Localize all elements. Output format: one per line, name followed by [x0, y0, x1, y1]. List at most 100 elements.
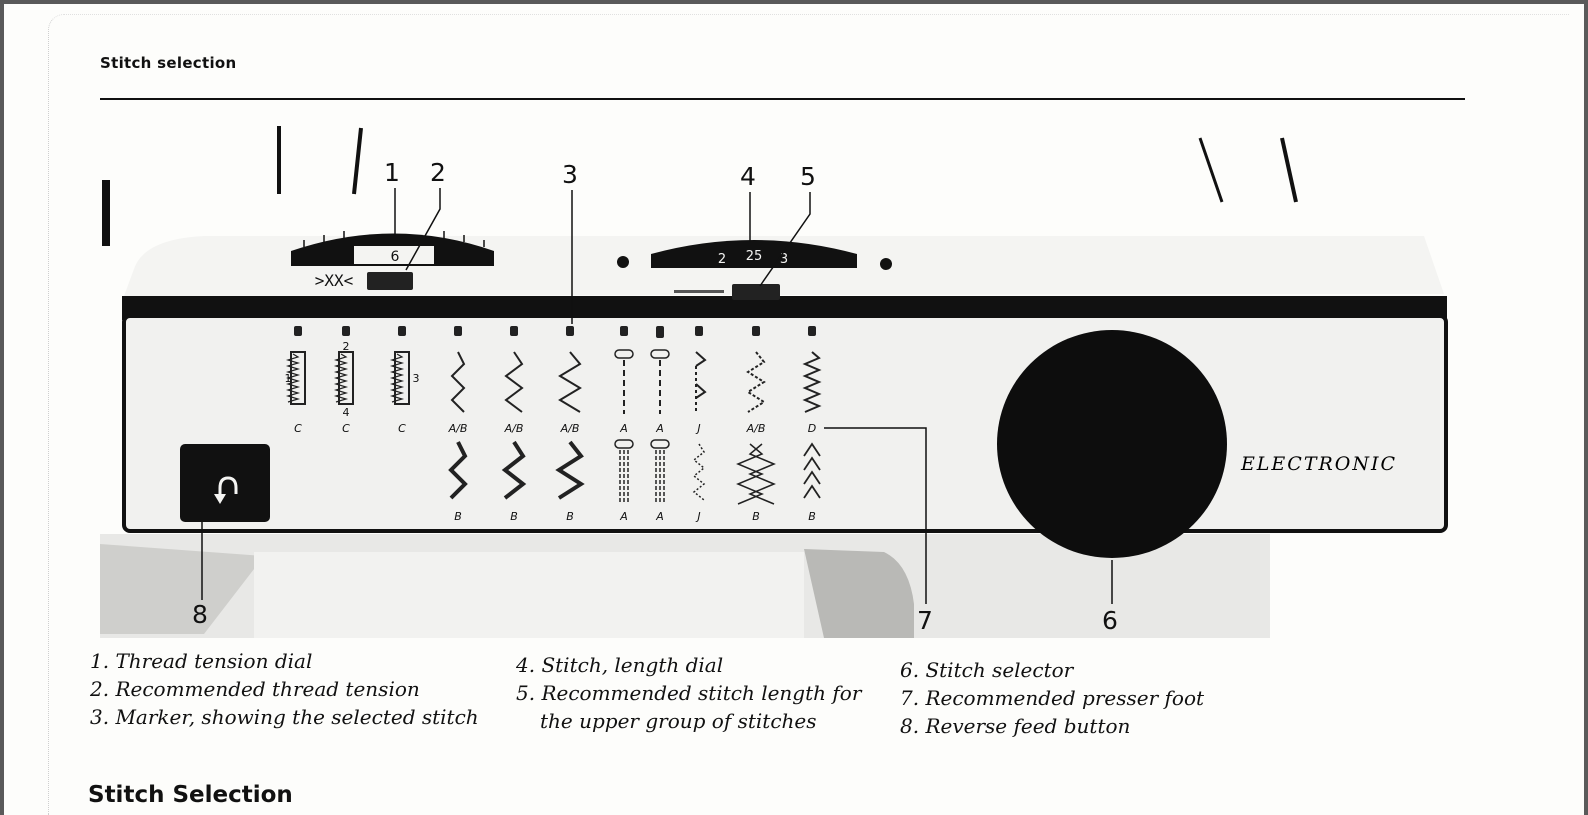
triple-zigzag-glyph	[746, 351, 766, 413]
stitch-number-label: 1	[285, 372, 292, 385]
header-rule	[100, 98, 1465, 100]
recommended-length-indicator	[732, 284, 780, 300]
buttonhole-stitch-glyph	[338, 351, 354, 405]
leader-lines	[201, 188, 1113, 604]
legend-item-6: 6. Stitch selector	[900, 658, 1074, 682]
presser-foot-label-upper: A/B	[504, 422, 524, 435]
tension-dial-window	[354, 246, 434, 264]
tension-stitch-symbol: >XX<	[315, 271, 354, 290]
presser-foot-label-upper: C	[294, 422, 302, 435]
stitch-indicator-led	[752, 326, 760, 336]
honeycomb-glyph	[736, 443, 764, 505]
left-edge-mark	[102, 180, 110, 246]
presser-foot-label-upper: A	[619, 422, 628, 435]
callout-7: 7	[917, 606, 933, 635]
legend-item-3: 3. Marker, showing the selected stitch	[90, 705, 479, 729]
presser-foot-label-upper: A/B	[560, 422, 580, 435]
presser-foot-label-lower: B	[510, 510, 518, 523]
stitch-columns: 1C 2 4C 3C A/B B A/B B A/B B A A A A J J A/B B D B	[285, 326, 822, 523]
callout-1: 1	[384, 158, 400, 187]
callout-2: 2	[430, 158, 446, 187]
thread-guide	[1198, 137, 1224, 203]
triple-straight-glyph	[655, 450, 665, 504]
front-panel	[122, 314, 1448, 533]
reverse-arrow-icon	[218, 476, 238, 500]
heavy-zigzag-glyph	[448, 441, 468, 500]
machine-base-shelf	[254, 552, 804, 638]
thread-guide	[352, 127, 363, 195]
thread-guide	[1280, 137, 1298, 203]
stitch-indicator-led	[656, 326, 664, 338]
recommended-tension-indicator	[367, 272, 413, 290]
stitch-indicator-led	[510, 326, 518, 336]
length-dial-number: 3	[780, 252, 788, 267]
presser-foot-label-lower: B	[566, 510, 574, 523]
stitch-number-label: 4	[343, 406, 350, 419]
straight-stitch-cap	[614, 349, 634, 359]
stitch-indicator-led	[454, 326, 462, 336]
presser-foot-label-upper: A/B	[746, 422, 766, 435]
stitch-indicator-led	[566, 326, 574, 336]
stitch-length-dial	[651, 240, 857, 268]
stitch-indicator-led	[294, 326, 302, 336]
callout-5: 5	[800, 162, 816, 191]
machine-base-opening	[804, 549, 914, 638]
length-dial-number: 2	[718, 252, 726, 267]
sewing-machine-figure: 6 >XX< 2 2 5 3 1C 2 4C 3C A/B B A/B B A/B B A A A A J J A…	[100, 126, 1448, 638]
zigzag-stitch-glyph	[558, 351, 582, 413]
legend-column-3: 6. Stitch selector 7. Recommended presse…	[900, 656, 1204, 740]
legend-item-4: 4. Stitch, length dial	[516, 653, 724, 677]
manual-page: Stitch selection 6 >XX<	[4, 4, 1584, 815]
stitch-indicator-led	[620, 326, 628, 336]
legend-item-5-continued: the upper group of stitches	[540, 709, 817, 733]
triple-straight-glyph	[619, 450, 629, 504]
reverse-arrow-head	[214, 494, 226, 504]
callout-6: 6	[1102, 606, 1118, 635]
heavy-zigzag-glyph	[501, 440, 527, 500]
stitch-indicator-led	[398, 326, 406, 336]
presser-foot-label-lower: J	[695, 510, 700, 523]
presser-foot-label-upper: J	[695, 422, 700, 435]
presser-foot-label-lower: A	[655, 510, 664, 523]
buttonhole-fill	[285, 353, 301, 403]
presser-foot-label-lower: A	[619, 510, 628, 523]
stretch-stitch-glyph	[802, 351, 822, 413]
presser-foot-label-upper: A/B	[448, 422, 468, 435]
stitch-number-label: 3	[413, 372, 420, 385]
straight-stitch-cap	[650, 349, 670, 359]
section-title: Stitch Selection	[88, 782, 293, 808]
presser-foot-label-lower: B	[808, 510, 816, 523]
legend-item-5: 5. Recommended stitch length for	[516, 681, 862, 705]
stitch-indicator-led	[695, 326, 703, 336]
honeycomb-glyph	[748, 443, 776, 505]
presser-foot-label-upper: C	[398, 422, 406, 435]
legend-item-7: 7. Recommended presser foot	[900, 686, 1205, 710]
stitch-number-label: 2	[343, 340, 350, 353]
brand-label: ELECTRONIC	[1240, 453, 1397, 475]
presser-foot-label-upper: A	[655, 422, 664, 435]
buttonhole-stitch-glyph	[394, 351, 410, 405]
buttonhole-fill	[333, 353, 349, 403]
dial-dot	[617, 256, 629, 268]
presser-foot-label-upper: C	[342, 422, 350, 435]
legend-item-8: 8. Reverse feed button	[900, 714, 1131, 738]
buttonhole-stitch-glyph	[290, 351, 306, 405]
machine-lower-shadow	[100, 544, 264, 634]
callout-8: 8	[192, 600, 208, 629]
blind-stitch-glyph	[695, 351, 707, 399]
legend-column-1: 1. Thread tension dial 2. Recommended th…	[90, 647, 479, 731]
legend-item-1: 1. Thread tension dial	[90, 649, 313, 673]
stitch-indicator-led	[808, 326, 816, 336]
legend-item-2: 2. Recommended thread tension	[90, 677, 420, 701]
overlock-glyph	[803, 442, 821, 499]
reverse-feed-button	[180, 444, 270, 522]
presser-foot-label-lower: B	[752, 510, 760, 523]
tension-dial-ticks	[303, 231, 485, 247]
callout-4: 4	[740, 162, 756, 191]
tension-dial-number: 6	[391, 249, 400, 265]
triple-straight-cap	[650, 439, 670, 449]
buttonhole-fill	[389, 353, 405, 403]
presser-foot-label-lower: B	[454, 510, 462, 523]
presser-foot-label-upper: D	[808, 422, 816, 435]
triple-straight-cap	[614, 439, 634, 449]
